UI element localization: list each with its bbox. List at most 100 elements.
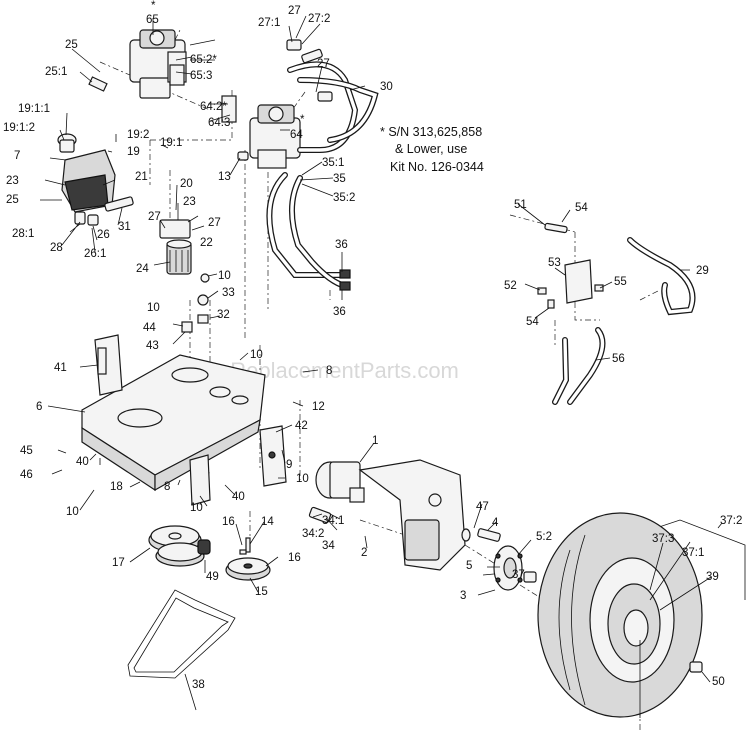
gearbox-1 [315,459,466,571]
callout-label: 55 [614,276,627,288]
callout-label: 16 [222,516,235,528]
callout-label: 15 [255,586,268,598]
callout-label: 65:2* [190,54,217,66]
callout-label: 19 [127,146,140,158]
callout-label: 23 [6,175,19,187]
callout-label: 19:1:2 [3,122,35,134]
callout-label: 8 [164,481,170,493]
callout-label: 30 [380,81,393,93]
callout-label: 54 [575,202,588,214]
callout-label: 20 [180,178,193,190]
callout-label: 25 [6,194,19,206]
callout-label: 51 [514,199,527,211]
wheel-tire-37 [537,512,746,718]
callout-label: 40 [76,456,89,468]
callout-label: 6 [36,401,42,413]
fittings-27 [286,39,333,102]
callout-label: 24 [136,263,149,275]
callout-label: 14 [261,516,274,528]
callout-label: 46 [20,469,33,481]
bracket-42 [259,425,287,487]
hydraulic-hoses-36 [266,172,351,291]
pins-14-16 [239,537,251,555]
callout-label: 49 [206,571,219,583]
bracket-41 [94,334,123,396]
callout-label: 28 [50,242,63,254]
callout-label: 36 [333,306,346,318]
hydraulic-reservoir-19 [57,133,116,213]
side-plate [189,454,211,506]
note-line-2: & Lower, use [395,142,467,156]
callout-label: 34:1 [322,515,344,527]
callout-label: 43 [146,340,159,352]
serial-note: * S/N 313,625,858 & Lower, use Kit No. 1… [380,125,484,174]
hydraulic-hose-29 [627,237,696,316]
lug-nut-38 [689,661,703,673]
callout-label: 64:2* [200,101,227,113]
callout-label: 44 [143,322,156,334]
callout-label: 7 [14,150,20,162]
note-line-1: * S/N 313,625,858 [380,125,482,139]
callout-label: 25 [65,39,78,51]
callout-label: 10 [218,270,231,282]
fitting-25 [88,76,108,92]
callout-label: 56 [612,353,625,365]
callout-label: 40 [232,491,245,503]
fittings-26-28 [74,211,99,226]
callout-label: 25:1 [45,66,67,78]
hydraulic-hoses-30 [287,61,379,153]
fitting-13 [237,151,249,161]
callout-label: 18 [110,481,123,493]
callout-label: 34 [322,540,335,552]
wheel-hub-5 [493,545,537,591]
callout-label: 27 [317,58,330,70]
callout-label: 37:1 [682,547,704,559]
callout-label: 32 [217,309,230,321]
hydraulic-pump-64 [221,95,301,169]
callout-label: 5 [466,560,472,572]
callout-label: 10 [250,349,263,361]
callout-label: 54 [526,316,539,328]
callout-label: 37:2 [720,515,742,527]
callout-label: * [151,0,156,12]
callout-label: 52 [504,280,517,292]
callout-label: 9 [286,459,292,471]
callout-label: 1 [372,435,378,447]
callout-label: 12 [312,401,325,413]
filter-assembly [159,219,192,275]
note-line-3: Kit No. 126-0344 [390,160,484,174]
callout-label: 45 [20,445,33,457]
callout-label: 27 [148,211,161,223]
callout-label: 27:1 [258,17,280,29]
callout-label: 64:3 [208,117,230,129]
callout-label: 26:1 [84,248,106,260]
callout-label: 28:1 [12,228,34,240]
callout-label: 17 [112,557,125,569]
callout-label: 16 [288,552,301,564]
callout-label: 3 [460,590,466,602]
callout-label: 35:2 [333,192,355,204]
callout-label: 34:2 [302,528,324,540]
callout-label: 10 [147,302,160,314]
callout-label: 23 [183,196,196,208]
callout-label: 13 [218,171,231,183]
callout-label: 37 [512,569,525,581]
callout-label: 42 [295,420,308,432]
hydraulic-hose-56 [552,327,606,405]
callout-label: 4 [492,517,499,529]
callout-label: 19:1 [160,137,182,149]
callout-label: 10 [296,473,309,485]
pulley-15 [225,557,271,581]
callout-label: 2 [361,547,367,559]
callout-label: 33 [222,287,235,299]
leader-lines [40,15,723,718]
callout-label: 27 [208,217,221,229]
callout-label: 22 [200,237,213,249]
callout-label: 26 [97,229,110,241]
callout-label: 8 [326,365,332,377]
callout-label: 36 [335,239,348,251]
bracket-53 [537,222,604,309]
callout-label: 35:1 [322,157,344,169]
